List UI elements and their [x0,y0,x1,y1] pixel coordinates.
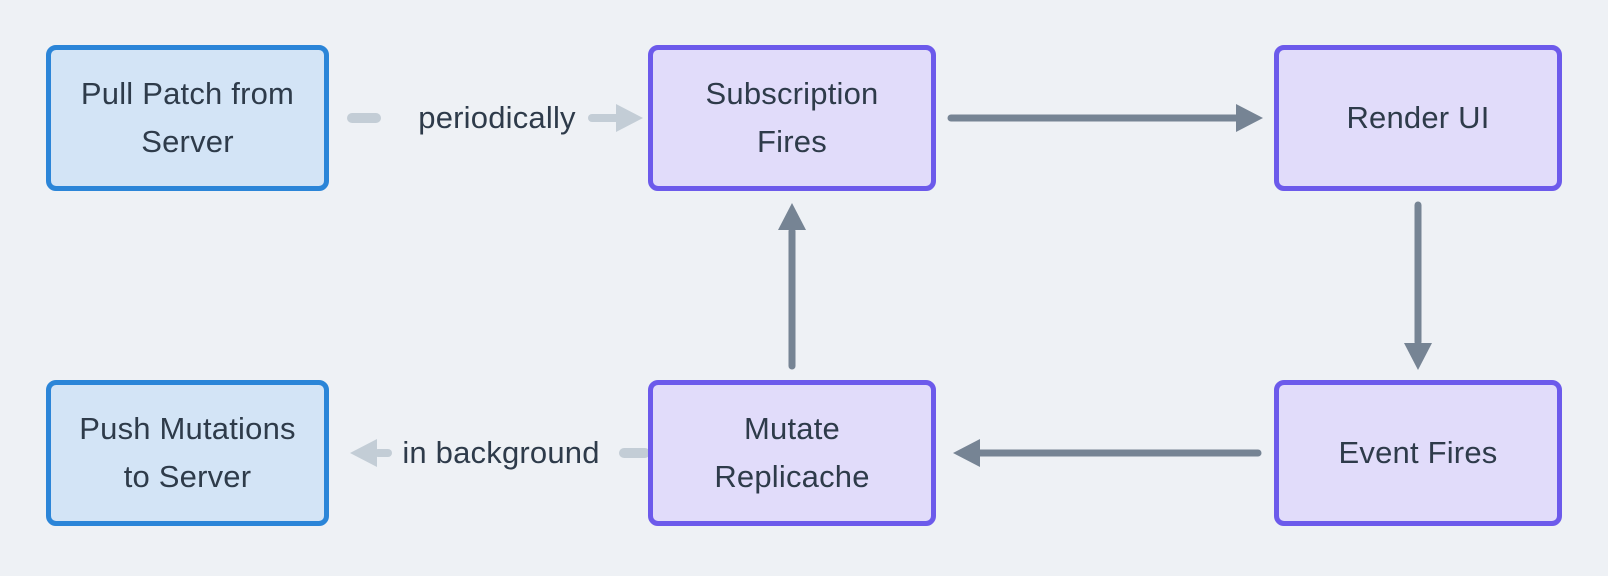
edge-label-in-background: in background [402,435,600,470]
node-subscription-fires: Subscription Fires [648,45,936,191]
node-label-line: Subscription [705,76,879,111]
node-label-line: Mutate [744,411,840,446]
edge-subscription-to-render-arrow [947,104,1263,132]
node-label-line: Server [141,124,234,159]
node-mutate-replicache: Mutate Replicache [648,380,936,526]
node-label-line: Fires [757,124,827,159]
node-label-line: Event Fires [1338,435,1498,470]
edge-periodically-arrow [347,104,643,132]
edge-in-background-arrow [350,439,650,467]
edge-mutate-to-subscription-arrow [778,203,806,370]
node-render-ui: Render UI [1274,45,1562,191]
node-label-line: Pull Patch from [80,76,295,111]
node-event-fires: Event Fires [1274,380,1562,526]
edge-event-to-mutate-arrow [953,439,1262,467]
node-label-line: to Server [123,459,252,494]
node-label-line: Push Mutations [79,411,296,446]
edge-label-periodically: periodically [418,100,576,135]
node-label-line: Replicache [714,459,870,494]
edge-render-to-event-arrow [1404,201,1432,370]
node-push-mutations-to-server: Push Mutations to Server [46,380,329,526]
node-pull-patch-from-server: Pull Patch from Server [46,45,329,191]
node-label-line: Render UI [1346,100,1490,135]
